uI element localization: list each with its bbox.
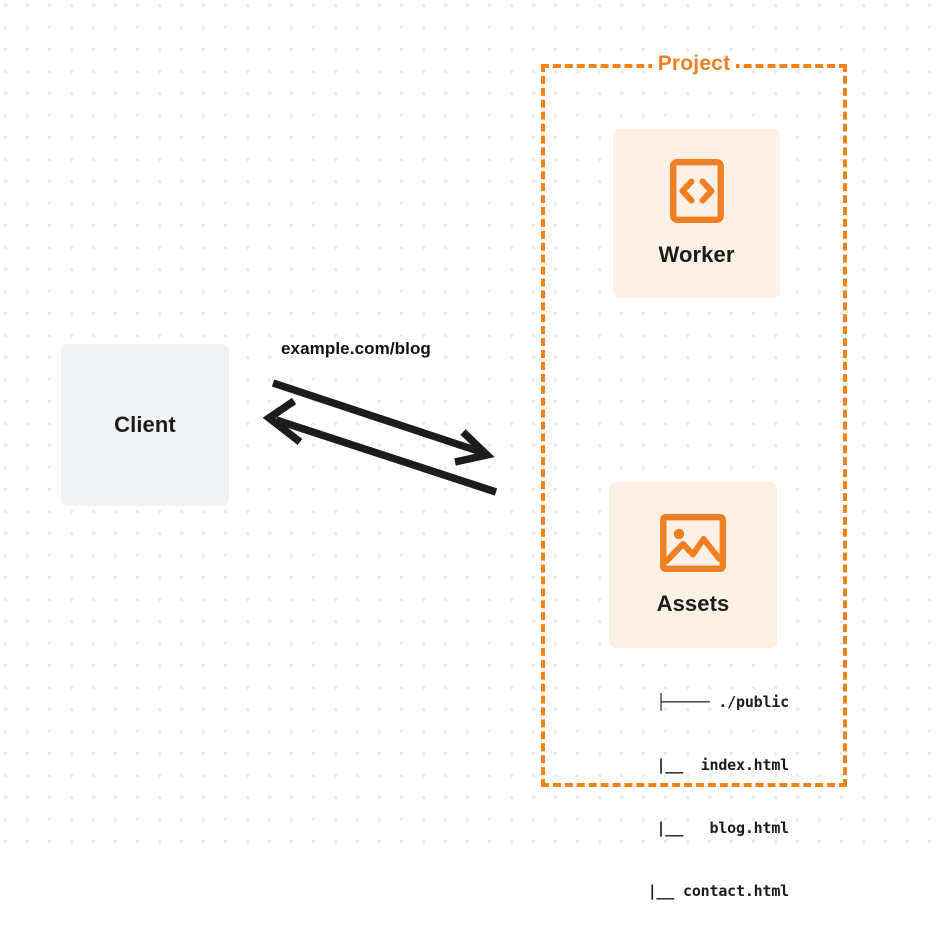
arrow-response [262, 397, 498, 496]
tree-line-root: ├───── ./public [656, 693, 790, 711]
node-assets-label: Assets [656, 590, 730, 616]
node-worker-label: Worker [658, 242, 735, 267]
node-client[interactable]: Client [61, 344, 229, 506]
connection-label: example.com/blog [281, 339, 431, 358]
node-assets[interactable]: Assets [609, 482, 777, 648]
tree-line-blog: |__ blog.html [612, 819, 790, 837]
image-icon [660, 513, 726, 577]
diagram-canvas: Project Worker Assets ├───── ./public |_… [0, 0, 938, 900]
tree-line-index: |__ index.html [612, 756, 790, 774]
arrow-request [271, 379, 495, 466]
code-brackets-icon [669, 159, 724, 228]
node-worker[interactable]: Worker [613, 129, 780, 298]
tree-line-contact: |__ contact.html [603, 882, 790, 900]
node-client-label: Client [114, 412, 176, 437]
project-group-label: Project [541, 50, 847, 78]
asset-file-tree: ├───── ./public |__ index.html |__ blog.… [589, 650, 790, 944]
project-group-label-text: Project [651, 52, 737, 75]
